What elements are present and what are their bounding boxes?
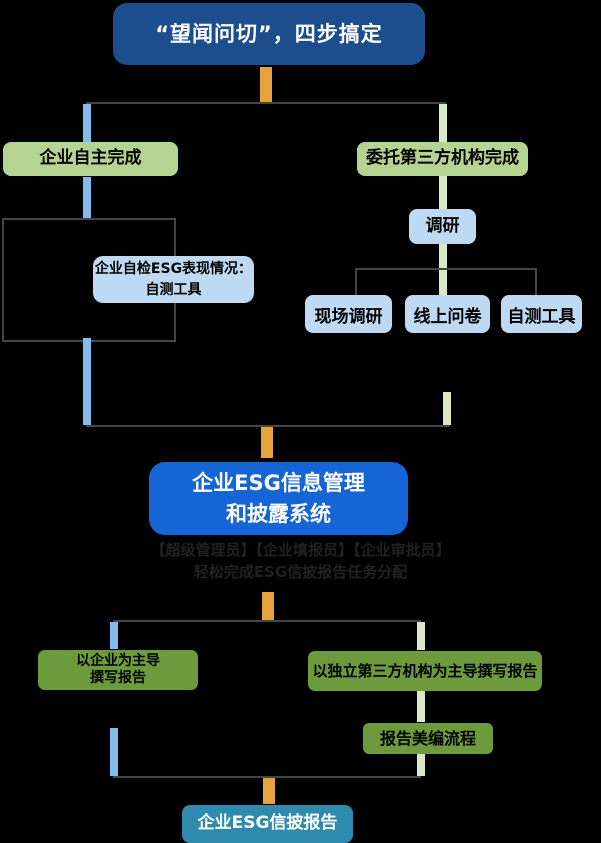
system-roles-text: 【超级管理员】【企业填报员】【企业审批员】 轻松完成ESG信披报告任务分配 xyxy=(0,540,601,584)
connector-blue-3 xyxy=(83,338,91,425)
box-self-complete: 企业自主完成 xyxy=(3,142,178,176)
connector-green-7 xyxy=(417,754,425,776)
final-report-label: 企业ESG信披报告 xyxy=(197,813,338,834)
connector-green-6 xyxy=(417,691,425,722)
company-led-line1: 以企业为主导 xyxy=(76,652,160,669)
connector-green-1 xyxy=(439,104,447,142)
connector-orange-top xyxy=(260,67,272,103)
method-onsite-label: 现场调研 xyxy=(314,306,383,327)
esg-system-line2: 和披露系统 xyxy=(226,501,331,526)
box-method-online: 线上问卷 xyxy=(405,295,490,333)
box-company-led: 以企业为主导 撰写报告 xyxy=(38,650,198,690)
box-method-onsite: 现场调研 xyxy=(305,295,392,333)
connector-blue-4 xyxy=(110,622,118,649)
box-report-editing: 报告美编流程 xyxy=(363,723,493,754)
bracket-drop-right xyxy=(535,268,537,295)
method-online-label: 线上问卷 xyxy=(413,306,482,327)
split-line-top xyxy=(86,102,446,104)
connector-green-4 xyxy=(443,392,451,425)
self-check-line2: 自测工具 xyxy=(145,281,202,298)
box-research-label: 调研 xyxy=(425,215,460,236)
merge-line-bottom xyxy=(113,776,421,778)
box-third-party-label: 委托第三方机构完成 xyxy=(366,148,519,169)
connector-orange-2 xyxy=(262,592,274,620)
system-roles-sub: 轻松完成ESG信披报告任务分配 xyxy=(193,562,408,581)
company-led-line2: 撰写报告 xyxy=(90,670,146,686)
connector-green-2 xyxy=(439,176,447,209)
box-final-report: 企业ESG信披报告 xyxy=(182,805,353,843)
title-label: “望闻问切”，四步搞定 xyxy=(155,21,383,46)
bracket-drop-left xyxy=(355,268,357,295)
system-roles-line: 【超级管理员】【企业填报员】【企业审批员】 xyxy=(150,541,451,559)
connector-orange-mid xyxy=(261,427,273,458)
report-editing-label: 报告美编流程 xyxy=(379,728,476,748)
method-selftest-label: 自测工具 xyxy=(507,306,576,327)
connector-orange-3 xyxy=(263,778,275,804)
connector-green-5 xyxy=(417,622,425,650)
box-third-party: 委托第三方机构完成 xyxy=(357,142,528,176)
bracket-line xyxy=(355,268,537,270)
title-box: “望闻问切”，四步搞定 xyxy=(113,3,425,65)
box-self-complete-label: 企业自主完成 xyxy=(39,148,142,169)
merge-line-mid xyxy=(86,425,450,427)
connector-blue-5 xyxy=(110,728,118,776)
split-line-bottom xyxy=(113,620,421,622)
connector-blue-2 xyxy=(83,177,91,218)
box-thirdparty-led: 以独立第三方机构为主导撰写报告 xyxy=(308,651,542,691)
box-method-selftest: 自测工具 xyxy=(501,295,582,333)
connector-blue-1 xyxy=(83,104,91,142)
box-research: 调研 xyxy=(409,209,476,244)
esg-system-line1: 企业ESG信息管理 xyxy=(192,471,365,496)
thirdparty-led-label: 以独立第三方机构为主导撰写报告 xyxy=(312,661,538,680)
self-check-line1: 企业自检ESG表现情况： xyxy=(94,260,253,277)
box-self-check: 企业自检ESG表现情况： 自测工具 xyxy=(93,256,254,303)
box-esg-system: 企业ESG信息管理 和披露系统 xyxy=(149,462,408,535)
